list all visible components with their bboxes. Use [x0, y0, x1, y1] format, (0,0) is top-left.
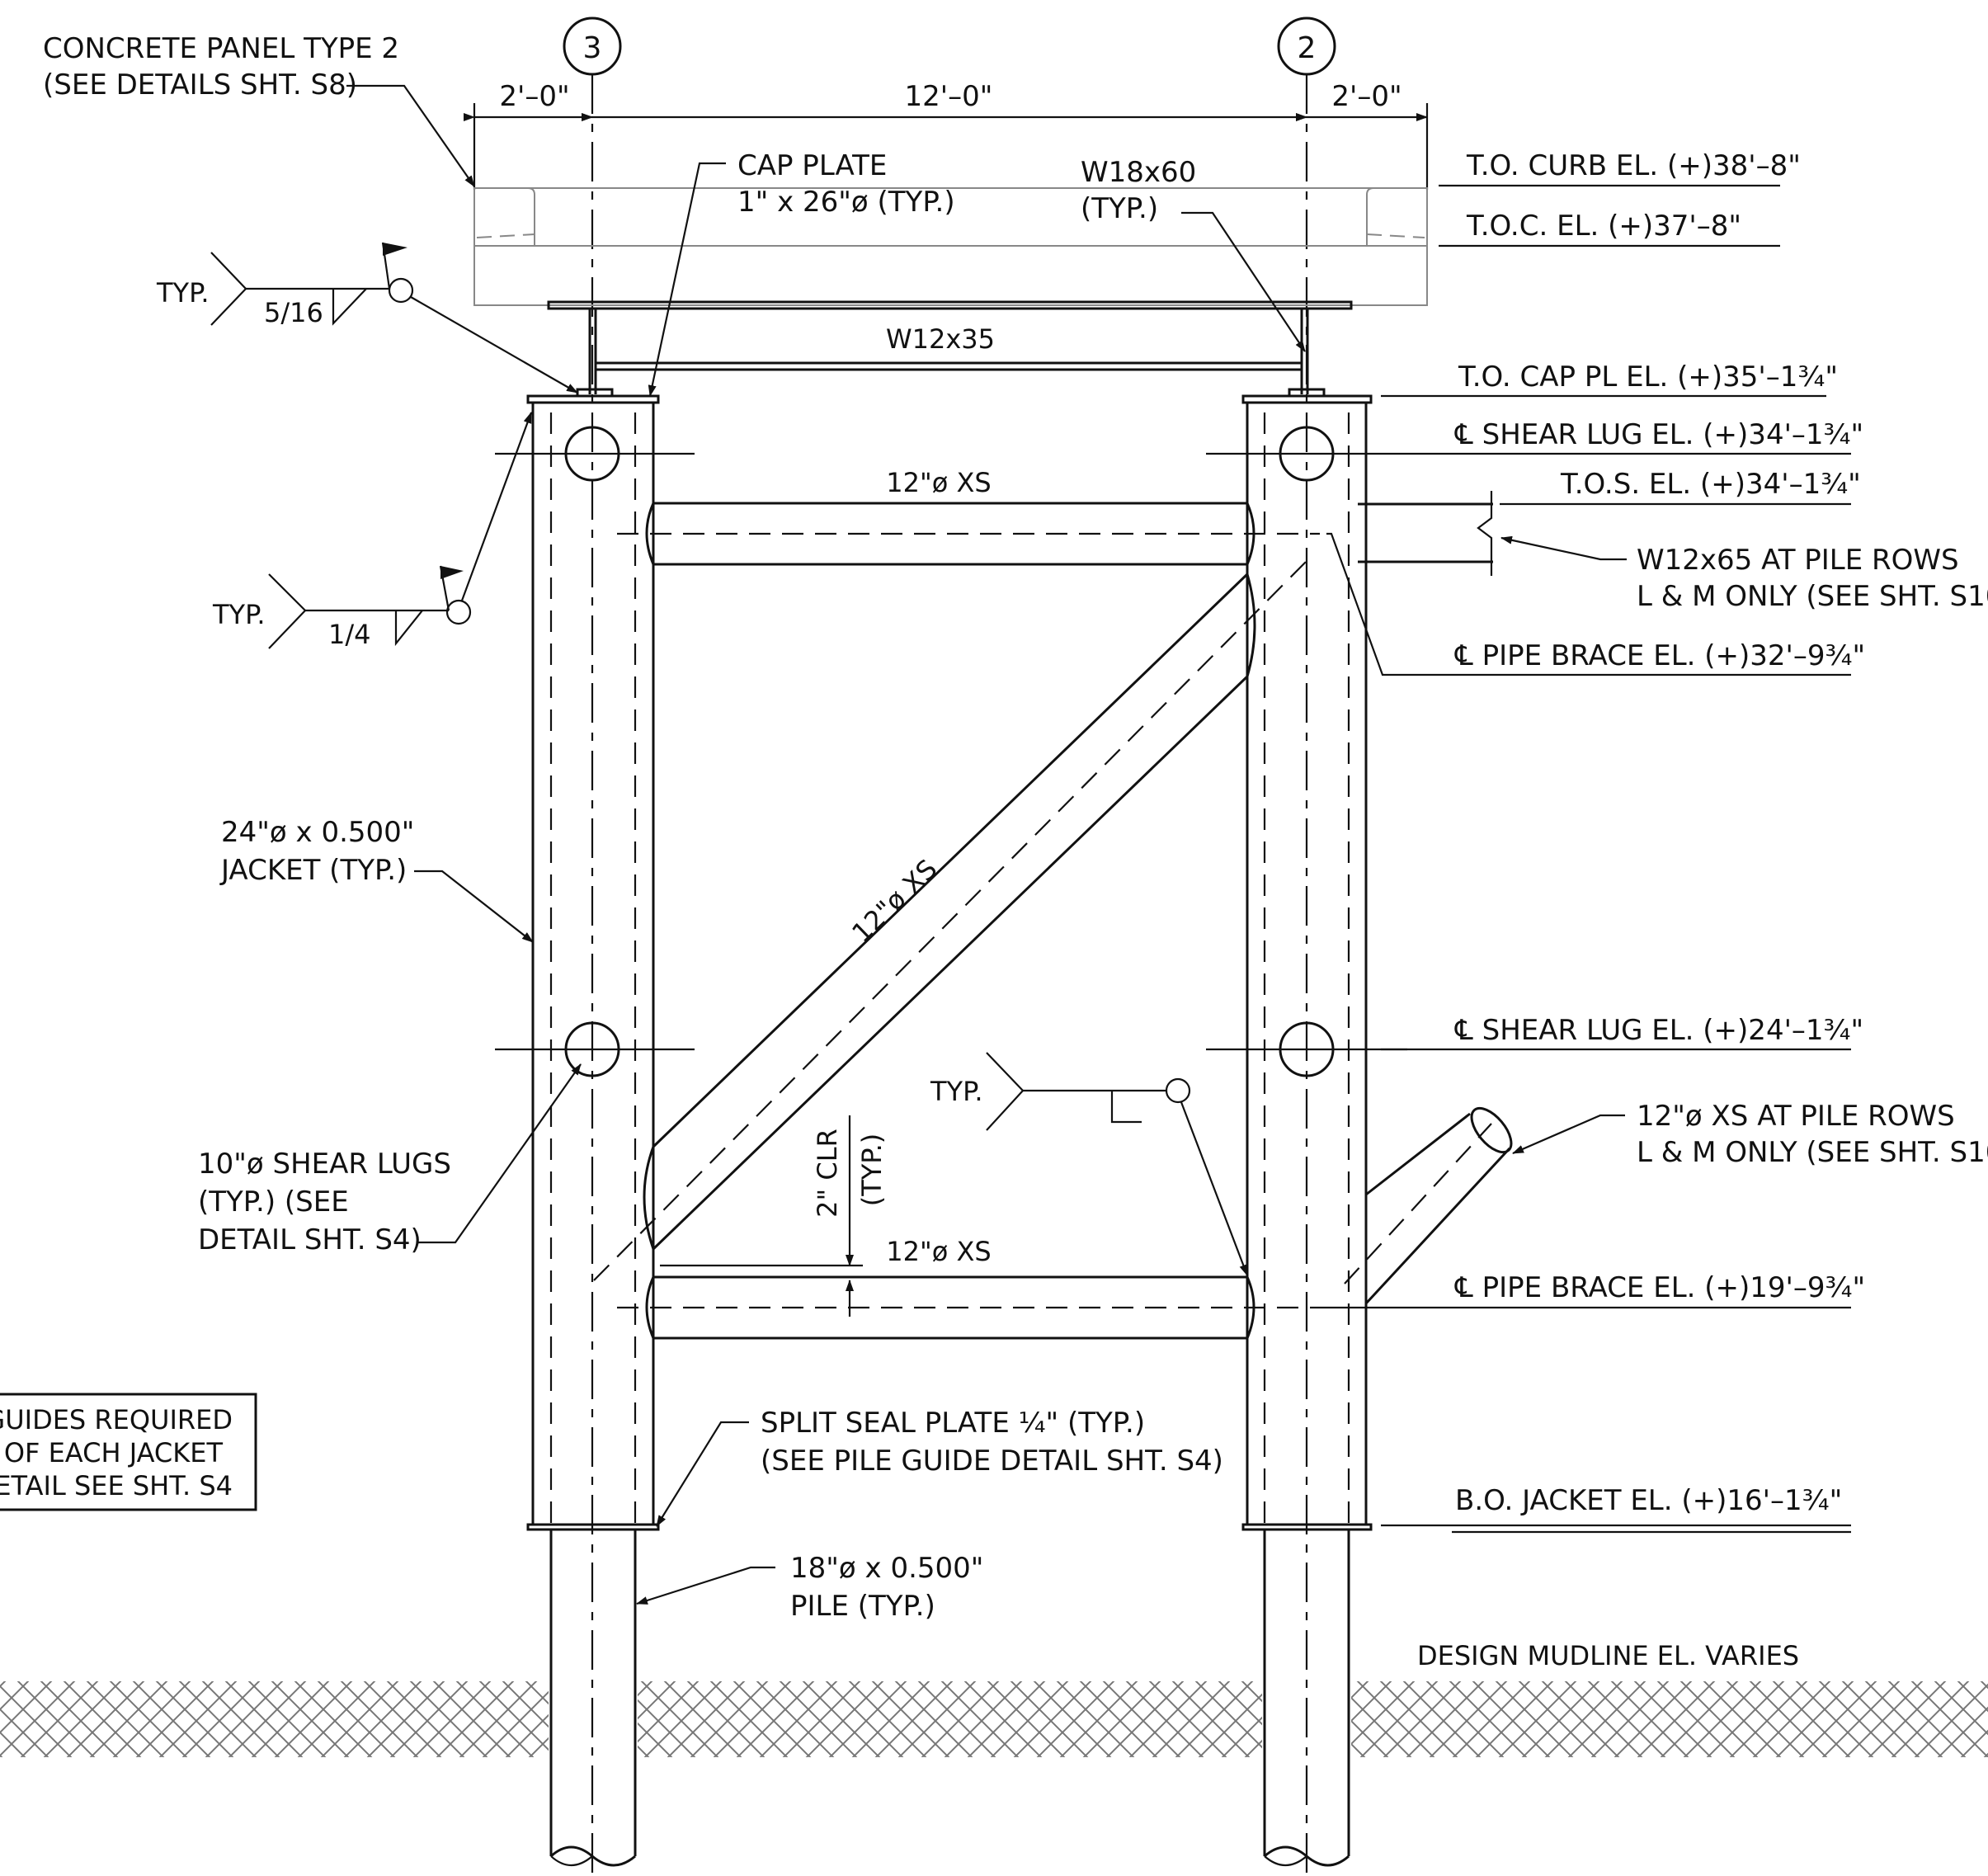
svg-text:L & M ONLY (SEE SHT. S10): L & M ONLY (SEE SHT. S10)	[1637, 1136, 1988, 1169]
note-box: PILE GUIDES REQUIRED AT BOTTOM OF EACH J…	[0, 1393, 257, 1511]
svg-text:CONCRETE PANEL TYPE 2: CONCRETE PANEL TYPE 2	[43, 32, 399, 65]
svg-text:(TYP.) (SEE: (TYP.) (SEE	[198, 1185, 349, 1218]
label-mudline: DESIGN MUDLINE EL. VARIES	[1417, 1640, 1799, 1671]
svg-text:18"ø x 0.500": 18"ø x 0.500"	[790, 1552, 983, 1585]
weld-symbol-top: TYP. 5/16	[156, 242, 578, 394]
callout-seal-plate: SPLIT SEAL PLATE ¼" (TYP.) (SEE PILE GUI…	[656, 1407, 1223, 1527]
svg-text:2: 2	[1298, 31, 1317, 65]
svg-text:(TYP.): (TYP.)	[856, 1134, 888, 1207]
svg-text:W18x60: W18x60	[1081, 156, 1196, 189]
mudline-hatch	[0, 1675, 1988, 1761]
svg-text:(SEE PILE GUIDE DETAIL SHT. S4: (SEE PILE GUIDE DETAIL SHT. S4)	[761, 1445, 1223, 1478]
label-w12x35: W12x35	[886, 323, 995, 355]
dim-left: 2'–0"	[499, 80, 569, 113]
diagonal-pipe-brace	[593, 560, 1307, 1281]
svg-text:PILE GUIDES REQUIRED: PILE GUIDES REQUIRED	[0, 1404, 233, 1435]
grid-bubble-2: 2	[1277, 16, 1336, 76]
callout-shear-lugs: 10"ø SHEAR LUGS (TYP.) (SEE DETAIL SHT. …	[198, 1063, 582, 1256]
bottom-pipe-brace	[617, 1275, 1320, 1340]
elevation-lines	[1320, 184, 1851, 1527]
dim-right: 2'–0"	[1331, 80, 1401, 113]
svg-text:TYP.: TYP.	[212, 599, 266, 630]
weld-symbol-lower: TYP.	[930, 1052, 1249, 1276]
elevation-pipe-brace-top: ℄ PIPE BRACE EL. (+)32'–9¾"	[1454, 639, 1865, 672]
top-pipe-brace	[617, 502, 1320, 566]
label-brace-diagonal: 12"ø XS	[846, 853, 943, 949]
callout-pipe-rows: 12"ø XS AT PILE ROWS L & M ONLY (SEE SHT…	[1512, 1100, 1988, 1169]
elevation-pipe-brace-bottom: ℄ PIPE BRACE EL. (+)19'–9¾"	[1454, 1271, 1865, 1304]
callout-w18x60: W18x60 (TYP.)	[1081, 156, 1306, 352]
stub-pipe	[1344, 1106, 1513, 1305]
svg-text:(TYP.): (TYP.)	[1081, 192, 1158, 225]
right-pile	[1263, 1530, 1350, 1867]
svg-text:TYP.: TYP.	[930, 1076, 983, 1107]
svg-text:1" x 26"ø (TYP.): 1" x 26"ø (TYP.)	[737, 186, 955, 219]
label-brace-top: 12"ø XS	[886, 467, 991, 498]
callout-w12x65: W12x65 AT PILE ROWS L & M ONLY (SEE SHT.…	[1500, 535, 1988, 613]
svg-text:24"ø x 0.500": 24"ø x 0.500"	[221, 816, 414, 849]
svg-text:3: 3	[583, 31, 602, 65]
grid-bubble-3: 3	[563, 16, 622, 76]
svg-text:AT BOTTOM OF EACH JACKET: AT BOTTOM OF EACH JACKET	[0, 1437, 223, 1468]
elevation-cap-pl: T.O. CAP PL EL. (+)35'–1¾"	[1458, 361, 1838, 394]
concrete-panel	[473, 187, 1428, 306]
svg-text:(SEE DETAILS SHT. S8): (SEE DETAILS SHT. S8)	[43, 68, 357, 101]
svg-text:1/4: 1/4	[328, 619, 371, 650]
left-pile	[549, 1530, 637, 1867]
svg-text:2" CLR: 2" CLR	[812, 1129, 843, 1218]
svg-text:12"ø XS AT PILE ROWS: 12"ø XS AT PILE ROWS	[1637, 1100, 1955, 1133]
dim-middle: 12'–0"	[905, 80, 993, 113]
right-jacket	[1241, 403, 1373, 1531]
elevation-tos: T.O.S. EL. (+)34'–1¾"	[1560, 468, 1861, 501]
elevation-bo-jacket: B.O. JACKET EL. (+)16'–1¾"	[1455, 1484, 1842, 1517]
callout-clear: 2" CLR (TYP.)	[660, 1115, 888, 1317]
callout-pile: 18"ø x 0.500" PILE (TYP.)	[636, 1552, 983, 1623]
elevation-shear-lug-bottom: ℄ SHEAR LUG EL. (+)24'–1¾"	[1454, 1014, 1863, 1047]
callout-concrete-panel: CONCRETE PANEL TYPE 2 (SEE DETAILS SHT. …	[43, 32, 475, 187]
svg-text:FOR DETAIL SEE SHT. S4: FOR DETAIL SEE SHT. S4	[0, 1470, 233, 1501]
shear-lugs	[495, 426, 1407, 1077]
elevation-toc: T.O.C. EL. (+)37'–8"	[1466, 210, 1741, 243]
top-dimension-string: 2'–0" 12'–0" 2'–0"	[464, 80, 1429, 190]
svg-text:L & M ONLY (SEE SHT. S10): L & M ONLY (SEE SHT. S10)	[1637, 580, 1988, 613]
callout-jacket: 24"ø x 0.500" JACKET (TYP.)	[219, 816, 534, 943]
steel-beams	[547, 300, 1353, 398]
svg-text:DETAIL SHT. S4): DETAIL SHT. S4)	[198, 1223, 422, 1256]
elevation-curb: T.O. CURB EL. (+)38'–8"	[1466, 149, 1801, 182]
svg-text:10"ø SHEAR LUGS: 10"ø SHEAR LUGS	[198, 1148, 451, 1181]
leader-pipe-brace-top	[1326, 532, 1452, 676]
elevation-shear-lug-top: ℄ SHEAR LUG EL. (+)34'–1¾"	[1454, 418, 1863, 451]
svg-text:PILE (TYP.): PILE (TYP.)	[790, 1590, 935, 1623]
label-brace-bottom: 12"ø XS	[886, 1236, 991, 1267]
callout-cap-plate: CAP PLATE 1" x 26"ø (TYP.)	[648, 149, 955, 397]
svg-text:JACKET (TYP.): JACKET (TYP.)	[219, 854, 407, 887]
weld-symbol-mid: TYP. 1/4	[212, 412, 533, 650]
svg-text:TYP.: TYP.	[156, 277, 210, 309]
cap-plates	[526, 394, 1373, 404]
svg-text:W12x65 AT PILE ROWS: W12x65 AT PILE ROWS	[1637, 544, 1959, 577]
svg-text:5/16: 5/16	[264, 297, 323, 328]
w12x65-section	[1358, 491, 1493, 576]
svg-text:CAP PLATE: CAP PLATE	[737, 149, 887, 182]
svg-text:SPLIT SEAL PLATE ¼" (TYP.): SPLIT SEAL PLATE ¼" (TYP.)	[761, 1407, 1145, 1440]
